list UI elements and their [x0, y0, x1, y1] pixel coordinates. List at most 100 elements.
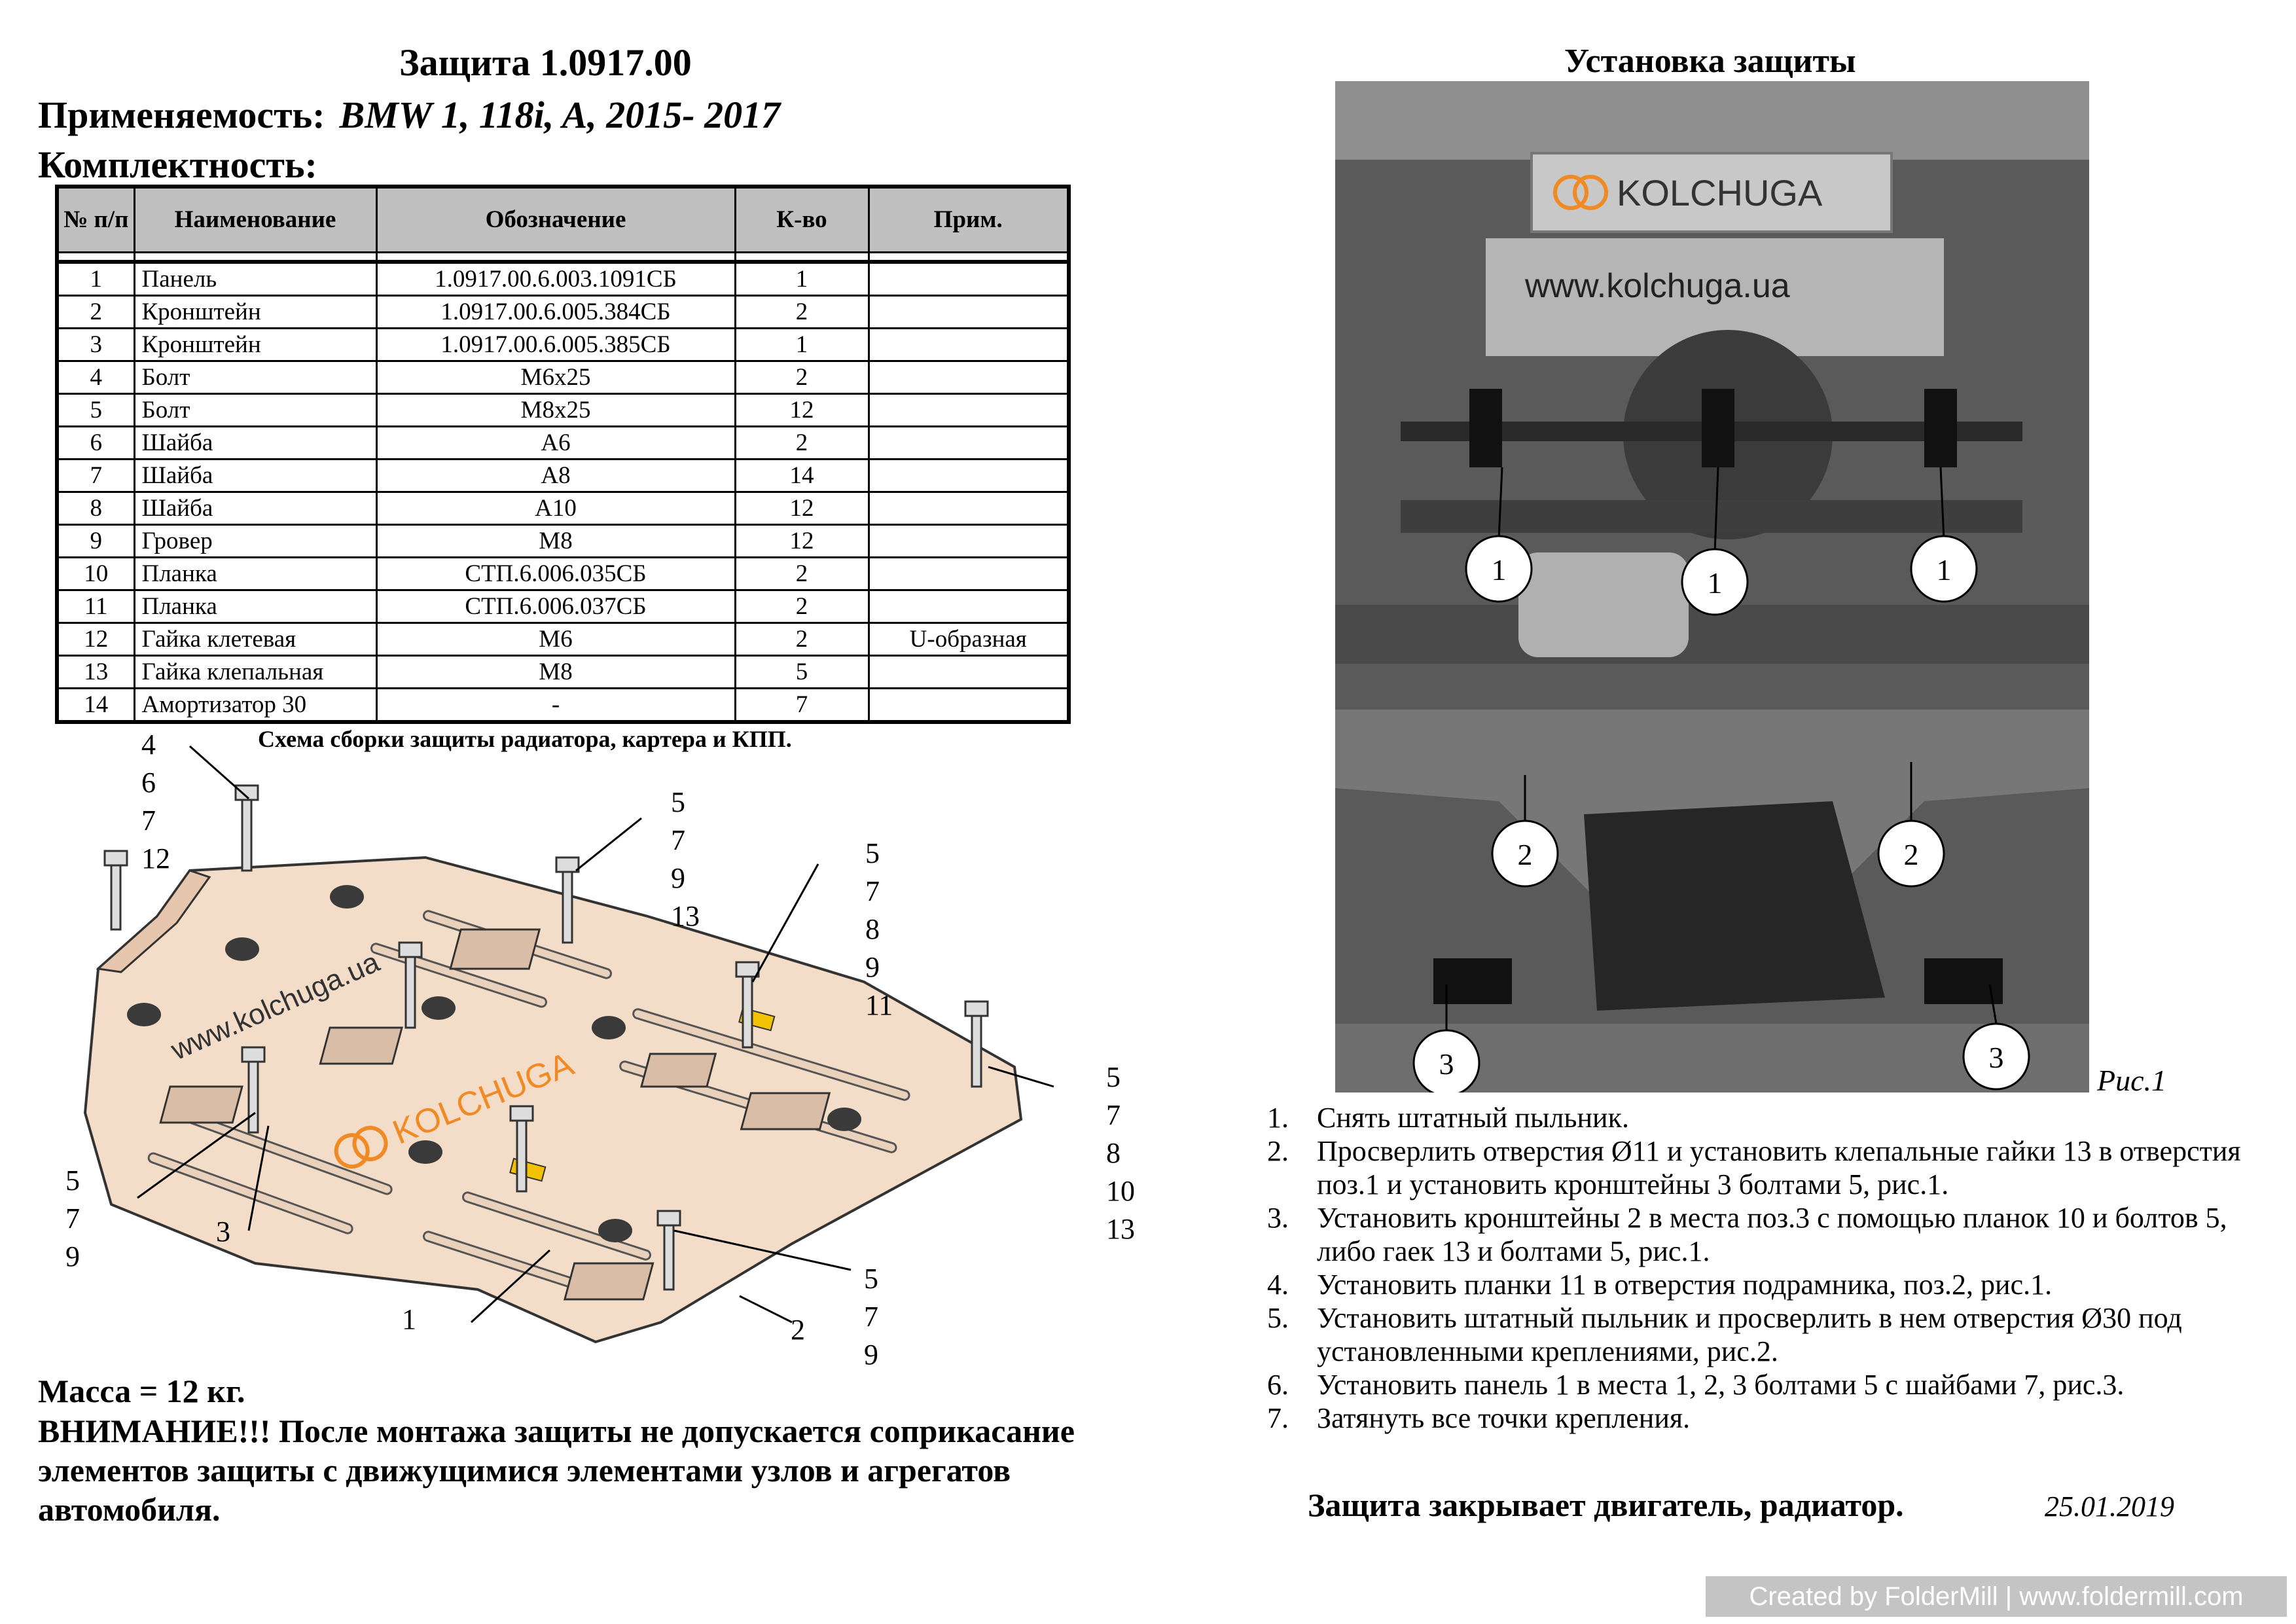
photo-marker-1a: 1	[1492, 553, 1507, 586]
table-cell: Болт	[133, 360, 378, 395]
col-header-num: № п/п	[56, 185, 135, 253]
parts-table: № п/п Наименование Обозначение К-во Прим…	[55, 185, 1071, 724]
document-title: Защита 1.0917.00	[399, 41, 692, 84]
photo-marker-2b: 2	[1904, 838, 1919, 871]
list-item: 2. Просверлить отверстия Ø11 и установить…	[1267, 1134, 2275, 1201]
callout-tl-3: 12	[141, 842, 170, 875]
table-cell: А10	[375, 491, 736, 526]
table-cell: СТП.6.006.035СБ	[375, 556, 736, 591]
step-text: Установить кронштейны 2 в места поз.3 с …	[1317, 1202, 2227, 1267]
table-cell: СТП.6.006.037СБ	[375, 589, 736, 624]
table-cell: 1	[56, 261, 135, 297]
callout-tr-0: 5	[865, 837, 880, 869]
table-cell	[867, 261, 1070, 297]
table-cell: Шайба	[133, 491, 378, 526]
table-cell: Кронштейн	[133, 327, 378, 362]
table-cell: 5	[56, 393, 135, 427]
table-cell: 3	[56, 327, 135, 362]
figure-label: Рис.1	[2097, 1064, 2167, 1097]
table-cell	[867, 655, 1070, 689]
table-cell: Шайба	[133, 458, 378, 493]
table-cell: Панель	[133, 261, 378, 297]
step-number: 7.	[1267, 1402, 1289, 1434]
table-cell: 2	[734, 425, 870, 460]
callout-tm-1: 7	[671, 824, 685, 856]
table-cell: 2	[734, 295, 870, 329]
table-cell	[867, 556, 1070, 591]
mass-label: Масса = 12 кг.	[38, 1373, 245, 1409]
callout-bm-1: 7	[864, 1301, 878, 1333]
table-cell: 1.0917.00.6.005.384СБ	[375, 295, 736, 329]
photo-marker-1b: 1	[1708, 566, 1723, 600]
table-cell: 14	[734, 458, 870, 493]
list-item: 6.Установить панель 1 в места 1, 2, 3 бо…	[1267, 1368, 2275, 1401]
col-header-qty: К-во	[734, 185, 870, 253]
step-text: Установить панель 1 в места 1, 2, 3 болт…	[1317, 1369, 2125, 1401]
table-cell: 12	[734, 393, 870, 427]
step-text: Установить планки 11 в отверстия подрамн…	[1317, 1269, 2053, 1301]
table-cell: -	[375, 687, 736, 723]
table-cell: 6	[56, 425, 135, 460]
step-number: 4.	[1267, 1269, 1289, 1301]
callout-r-2: 8	[1106, 1137, 1121, 1169]
table-cell: А6	[375, 425, 736, 460]
table-cell: Гайка клетевая	[133, 622, 378, 657]
callout-r-0: 5	[1106, 1061, 1121, 1093]
applicability-label: Применяемость:	[38, 94, 325, 136]
table-cell	[867, 360, 1070, 395]
table-cell: 2	[56, 295, 135, 329]
photo-marker-3b: 3	[1989, 1041, 2004, 1074]
col-header-designation: Обозначение	[375, 185, 736, 253]
callout-tr-4: 11	[865, 989, 893, 1021]
table-cell: 12	[56, 622, 135, 657]
table-cell: Кронштейн	[133, 295, 378, 329]
callout-bm-2: 9	[864, 1339, 878, 1371]
callout-tl-2: 7	[141, 804, 156, 837]
table-cell: 4	[56, 360, 135, 395]
table-cell	[867, 589, 1070, 624]
list-item: 3.Установить кронштейны 2 в места поз.3 …	[1267, 1201, 2275, 1268]
callout-tl-0: 4	[141, 729, 156, 761]
callout-tm-3: 13	[671, 900, 700, 932]
table-cell: 1	[734, 327, 870, 362]
table-cell	[867, 393, 1070, 427]
col-header-note: Прим.	[867, 185, 1070, 253]
table-cell: М8	[375, 524, 736, 558]
table-cell: Гровер	[133, 524, 378, 558]
table-cell	[867, 458, 1070, 493]
table-cell: Гайка клепальная	[133, 655, 378, 689]
step-number: 2.	[1267, 1135, 1289, 1167]
table-cell: 8	[56, 491, 135, 526]
table-cell: 10	[56, 556, 135, 591]
table-cell: U-образная	[867, 622, 1070, 657]
callout-tr-2: 8	[865, 913, 880, 945]
document-date: 25.01.2019	[2045, 1490, 2174, 1523]
applicability-line: Применяемость:BMW 1, 118i, A, 2015- 2017	[38, 93, 780, 137]
table-cell: Планка	[133, 589, 378, 624]
table-cell	[867, 425, 1070, 460]
list-item: 5.Установить штатный пыльник и просверли…	[1267, 1301, 2275, 1368]
callout-3: 3	[216, 1216, 230, 1248]
list-item: 7.Затянуть все точки крепления.	[1267, 1401, 2275, 1435]
table-cell: 7	[56, 458, 135, 493]
callout-tm-2: 9	[671, 862, 685, 894]
table-cell	[867, 491, 1070, 526]
photo-marker-3a: 3	[1439, 1047, 1454, 1081]
list-item: 4. Установить планки 11 в отверстия подра…	[1267, 1268, 2275, 1301]
table-cell: 14	[56, 687, 135, 723]
callout-2: 2	[791, 1314, 805, 1346]
table-cell: 2	[734, 589, 870, 624]
table-cell	[867, 295, 1070, 329]
callout-tr-1: 7	[865, 875, 880, 907]
conclusion-text: Защита закрывает двигатель, радиатор.	[1308, 1487, 1904, 1523]
table-cell: 9	[56, 524, 135, 558]
table-cell: 7	[734, 687, 870, 723]
step-text: Просверлить отверстия Ø11 и установить к…	[1317, 1135, 2241, 1200]
step-text: Установить штатный пыльник и просверлить…	[1317, 1302, 2182, 1367]
step-text: Снять штатный пыльник.	[1317, 1102, 1629, 1134]
table-cell: 1.0917.00.6.005.385СБ	[375, 327, 736, 362]
